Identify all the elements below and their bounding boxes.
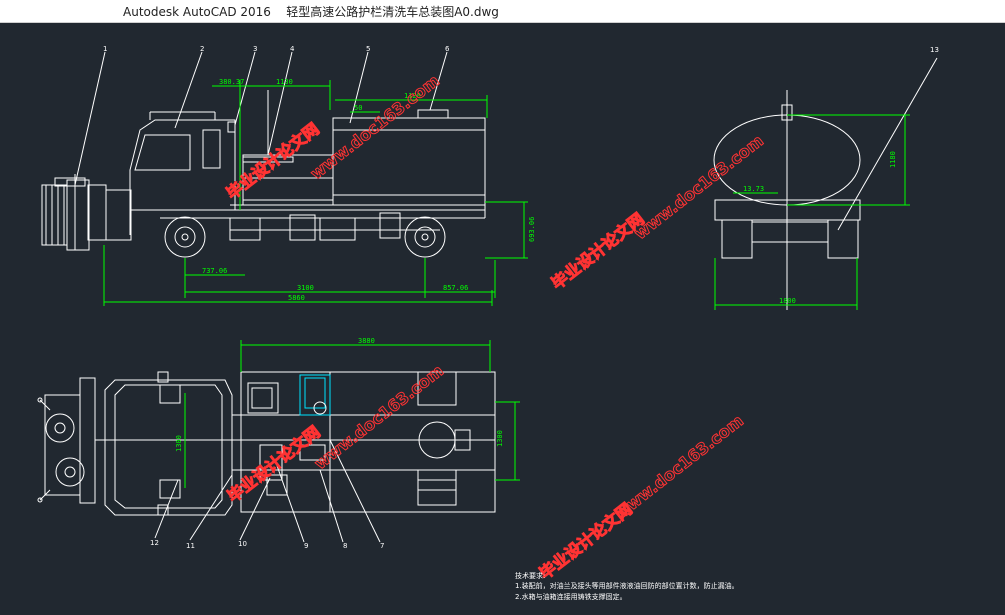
balloon-label: 10 <box>238 540 247 548</box>
dim-text: 1180 <box>889 151 897 168</box>
balloon-label: 13 <box>930 46 939 54</box>
balloon-label: 6 <box>445 45 450 53</box>
sweeper-disc <box>55 457 85 487</box>
dim-text: 737.06 <box>202 267 227 275</box>
dim-text: 693.06 <box>528 217 536 242</box>
plan-view <box>37 371 496 543</box>
dim-text: 1130 <box>276 78 293 86</box>
dim-text: 50 <box>354 104 362 112</box>
cad-drawing: 380.37 1130 1120 50 693.06 737.06 3100 8… <box>37 45 939 584</box>
dim-text: 380.37 <box>219 78 244 86</box>
window-title: Autodesk AutoCAD 2016 轻型高速公路护栏清洗车总装图A0.d… <box>123 5 499 19</box>
balloon-label: 2 <box>200 45 204 53</box>
tech-notes-line2: 2.水箱与油箱连接用铸铁支撑固定。 <box>515 593 627 601</box>
side-view-dimensions <box>103 80 528 306</box>
balloon-label: 8 <box>343 542 347 550</box>
plan-view-dim-text: 3880 1300 1300 <box>175 337 504 452</box>
part-balloons: 1 2 3 4 5 6 13 12 11 10 9 8 7 <box>103 45 939 550</box>
sweeper-disc <box>45 413 75 443</box>
side-view <box>41 51 486 258</box>
dim-text: 857.06 <box>443 284 468 292</box>
dim-text: 3880 <box>358 337 375 345</box>
front-wheel <box>164 216 206 258</box>
watermark: 毕业设计论文网 <box>548 209 648 293</box>
dim-text: 1800 <box>779 297 796 305</box>
watermark: www.doc163.com <box>311 361 447 473</box>
plan-view-dimensions <box>184 340 520 488</box>
rear-view-dimensions <box>714 114 910 310</box>
side-view-dim-text: 380.37 1130 1120 50 693.06 737.06 3100 8… <box>202 78 536 302</box>
tech-notes-title: 技术要求: <box>515 572 546 580</box>
rear-wheel <box>404 216 446 258</box>
balloon-label: 12 <box>150 539 159 547</box>
drawing-canvas[interactable]: 380.37 1130 1120 50 693.06 737.06 3100 8… <box>0 23 1005 611</box>
balloon-label: 4 <box>290 45 295 53</box>
dim-text: 1120 <box>404 92 421 100</box>
dim-text: 1300 <box>175 435 183 452</box>
watermark: 毕业设计论文网 <box>223 119 323 203</box>
balloon-label: 3 <box>253 45 257 53</box>
watermark: www.doc163.com <box>307 71 443 183</box>
dim-text: 5860 <box>288 294 305 302</box>
balloon-label: 5 <box>366 45 370 53</box>
rear-view <box>713 57 938 310</box>
balloon-label: 7 <box>380 542 384 550</box>
dim-text: 1300 <box>496 430 504 447</box>
title-bar: Autodesk AutoCAD 2016 轻型高速公路护栏清洗车总装图A0.d… <box>0 0 1005 23</box>
rear-view-dim-text: 13.73 1180 1800 <box>743 151 897 305</box>
watermark: 毕业设计论文网 <box>224 422 324 506</box>
dim-text: 3100 <box>297 284 314 292</box>
balloon-label: 9 <box>304 542 308 550</box>
cab-window <box>134 134 191 171</box>
dim-text: 13.73 <box>743 185 764 193</box>
body-plan <box>240 371 496 513</box>
balloon-label: 11 <box>186 542 195 550</box>
cab-plan <box>104 379 233 516</box>
tech-notes-line1: 1.装配前，对油兰及接头等用部件液液油回防的部位置计数，防止漏油。 <box>515 582 739 590</box>
watermark: www.doc163.com <box>611 411 747 523</box>
balloon-label: 1 <box>103 45 107 53</box>
